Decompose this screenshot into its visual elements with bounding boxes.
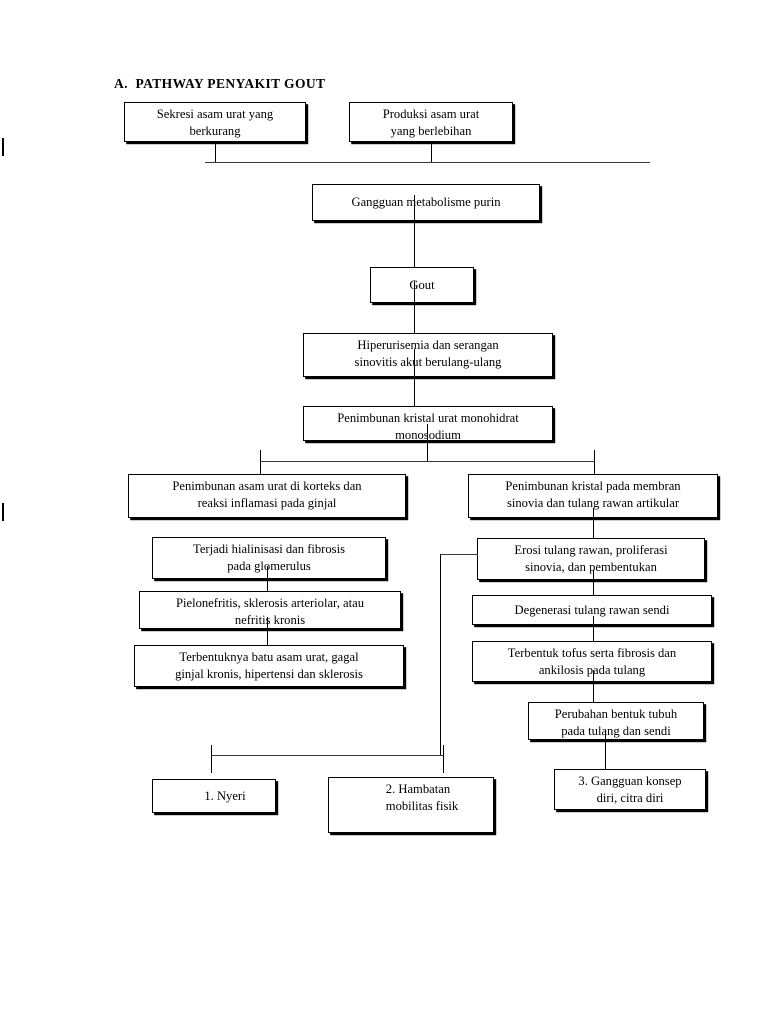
connector-erosi-elbow-vertical xyxy=(440,554,441,755)
node-penimbunan-kristal-urat: Penimbunan kristal urat monohidrat monos… xyxy=(303,406,553,441)
connector-hiperurisemia-to-kristal xyxy=(414,349,415,406)
connector-branch-right-stem xyxy=(594,450,595,474)
node-hiperurisemia: Hiperurisemia dan serangan sinovitis aku… xyxy=(303,333,553,377)
node-label: Perubahan bentuk tubuh pada tulang dan s… xyxy=(554,707,678,738)
node-label: Produksi asam urat yang berlebihan xyxy=(382,107,480,138)
connector-tofus-to-perubahan xyxy=(593,670,594,702)
node-outcome-gangguan-konsep-diri: 3. Gangguan konsep diri, citra diri xyxy=(554,769,706,810)
connector-erosi-elbow-horizontal xyxy=(440,554,478,555)
node-label: 3. Gangguan konsep diri, citra diri xyxy=(578,774,682,805)
node-gangguan-metabolisme-purin: Gangguan metabolisme purin xyxy=(312,184,540,221)
node-label: Penimbunan kristal urat monohidrat monos… xyxy=(337,411,519,441)
margin-tick-lower xyxy=(2,503,4,521)
connector-gout-to-hiperurisemia xyxy=(414,281,415,333)
connector-membran-to-erosi xyxy=(593,508,594,538)
node-hialinisasi-fibrosis: Terjadi hialinisasi dan fibrosis pada gl… xyxy=(152,537,386,579)
node-outcome-hambatan-mobilitas: 2. Hambatan mobilitas fisik xyxy=(328,777,494,833)
node-label: Penimbunan asam urat di korteks dan reak… xyxy=(172,479,362,510)
connector-pielonefritis-to-batu xyxy=(267,617,268,645)
node-terbentuk-tofus: Terbentuk tofus serta fibrosis dan ankil… xyxy=(472,641,712,682)
node-penimbunan-membran-sinovia: Penimbunan kristal pada membran sinovia … xyxy=(468,474,718,518)
connector-outcome-nyeri-stem xyxy=(211,745,212,773)
node-outcome-nyeri: 1. Nyeri xyxy=(152,779,276,813)
connector-branch-left-stem xyxy=(260,450,261,474)
connector-produksi-down xyxy=(431,142,432,162)
node-pielonefritis: Pielonefritis, sklerosis arteriolar, ata… xyxy=(139,591,401,629)
node-label: 2. Hambatan mobilitas fisik xyxy=(385,782,459,813)
page-title: A. PATHWAY PENYAKIT GOUT xyxy=(114,76,326,91)
node-label: Pielonefritis, sklerosis arteriolar, ata… xyxy=(176,596,364,627)
node-sekresi-asam-urat: Sekresi asam urat yang berkurang xyxy=(124,102,306,142)
node-label: Terbentuknya batu asam urat, gagal ginja… xyxy=(175,650,363,681)
node-label: Terbentuk tofus serta fibrosis dan ankil… xyxy=(507,646,677,677)
connector-sekresi-down xyxy=(215,142,216,162)
node-gout: Gout xyxy=(370,267,474,303)
node-label: Gangguan metabolisme purin xyxy=(351,195,501,210)
node-batu-asam-urat: Terbentuknya batu asam urat, gagal ginja… xyxy=(134,645,404,687)
connector-hialinisasi-to-pielonefritis xyxy=(267,566,268,591)
margin-tick-upper xyxy=(2,138,4,156)
connector-degenerasi-to-tofus xyxy=(593,616,594,641)
connector-metabolisme-to-gout xyxy=(414,195,415,267)
node-label: Terjadi hialinisasi dan fibrosis pada gl… xyxy=(193,542,345,573)
connector-outcome-hambatan-stem xyxy=(443,745,444,773)
connector-perubahan-to-gangguan-konsep xyxy=(605,730,606,769)
connector-merge-bar xyxy=(205,162,650,163)
connector-branch-split-bar xyxy=(260,461,594,462)
node-label: 1. Nyeri xyxy=(204,788,246,803)
connector-erosi-to-degenerasi xyxy=(593,570,594,595)
connector-kristal-down xyxy=(427,424,428,462)
node-label: Gout xyxy=(409,277,435,292)
node-label: Penimbunan kristal pada membran sinovia … xyxy=(505,479,681,510)
node-label: Erosi tulang rawan, proliferasi sinovia,… xyxy=(514,543,668,574)
node-label: Degenerasi tulang rawan sendi xyxy=(514,602,670,617)
node-label: Sekresi asam urat yang berkurang xyxy=(156,107,274,138)
node-perubahan-bentuk-tubuh: Perubahan bentuk tubuh pada tulang dan s… xyxy=(528,702,704,740)
node-produksi-asam-urat: Produksi asam urat yang berlebihan xyxy=(349,102,513,142)
node-label: Hiperurisemia dan serangan sinovitis aku… xyxy=(354,338,502,369)
node-penimbunan-korteks-ginjal: Penimbunan asam urat di korteks dan reak… xyxy=(128,474,406,518)
connector-outcome-merge-bar xyxy=(211,755,443,756)
node-erosi-tulang-rawan: Erosi tulang rawan, proliferasi sinovia,… xyxy=(477,538,705,580)
node-degenerasi-tulang-rawan: Degenerasi tulang rawan sendi xyxy=(472,595,712,625)
